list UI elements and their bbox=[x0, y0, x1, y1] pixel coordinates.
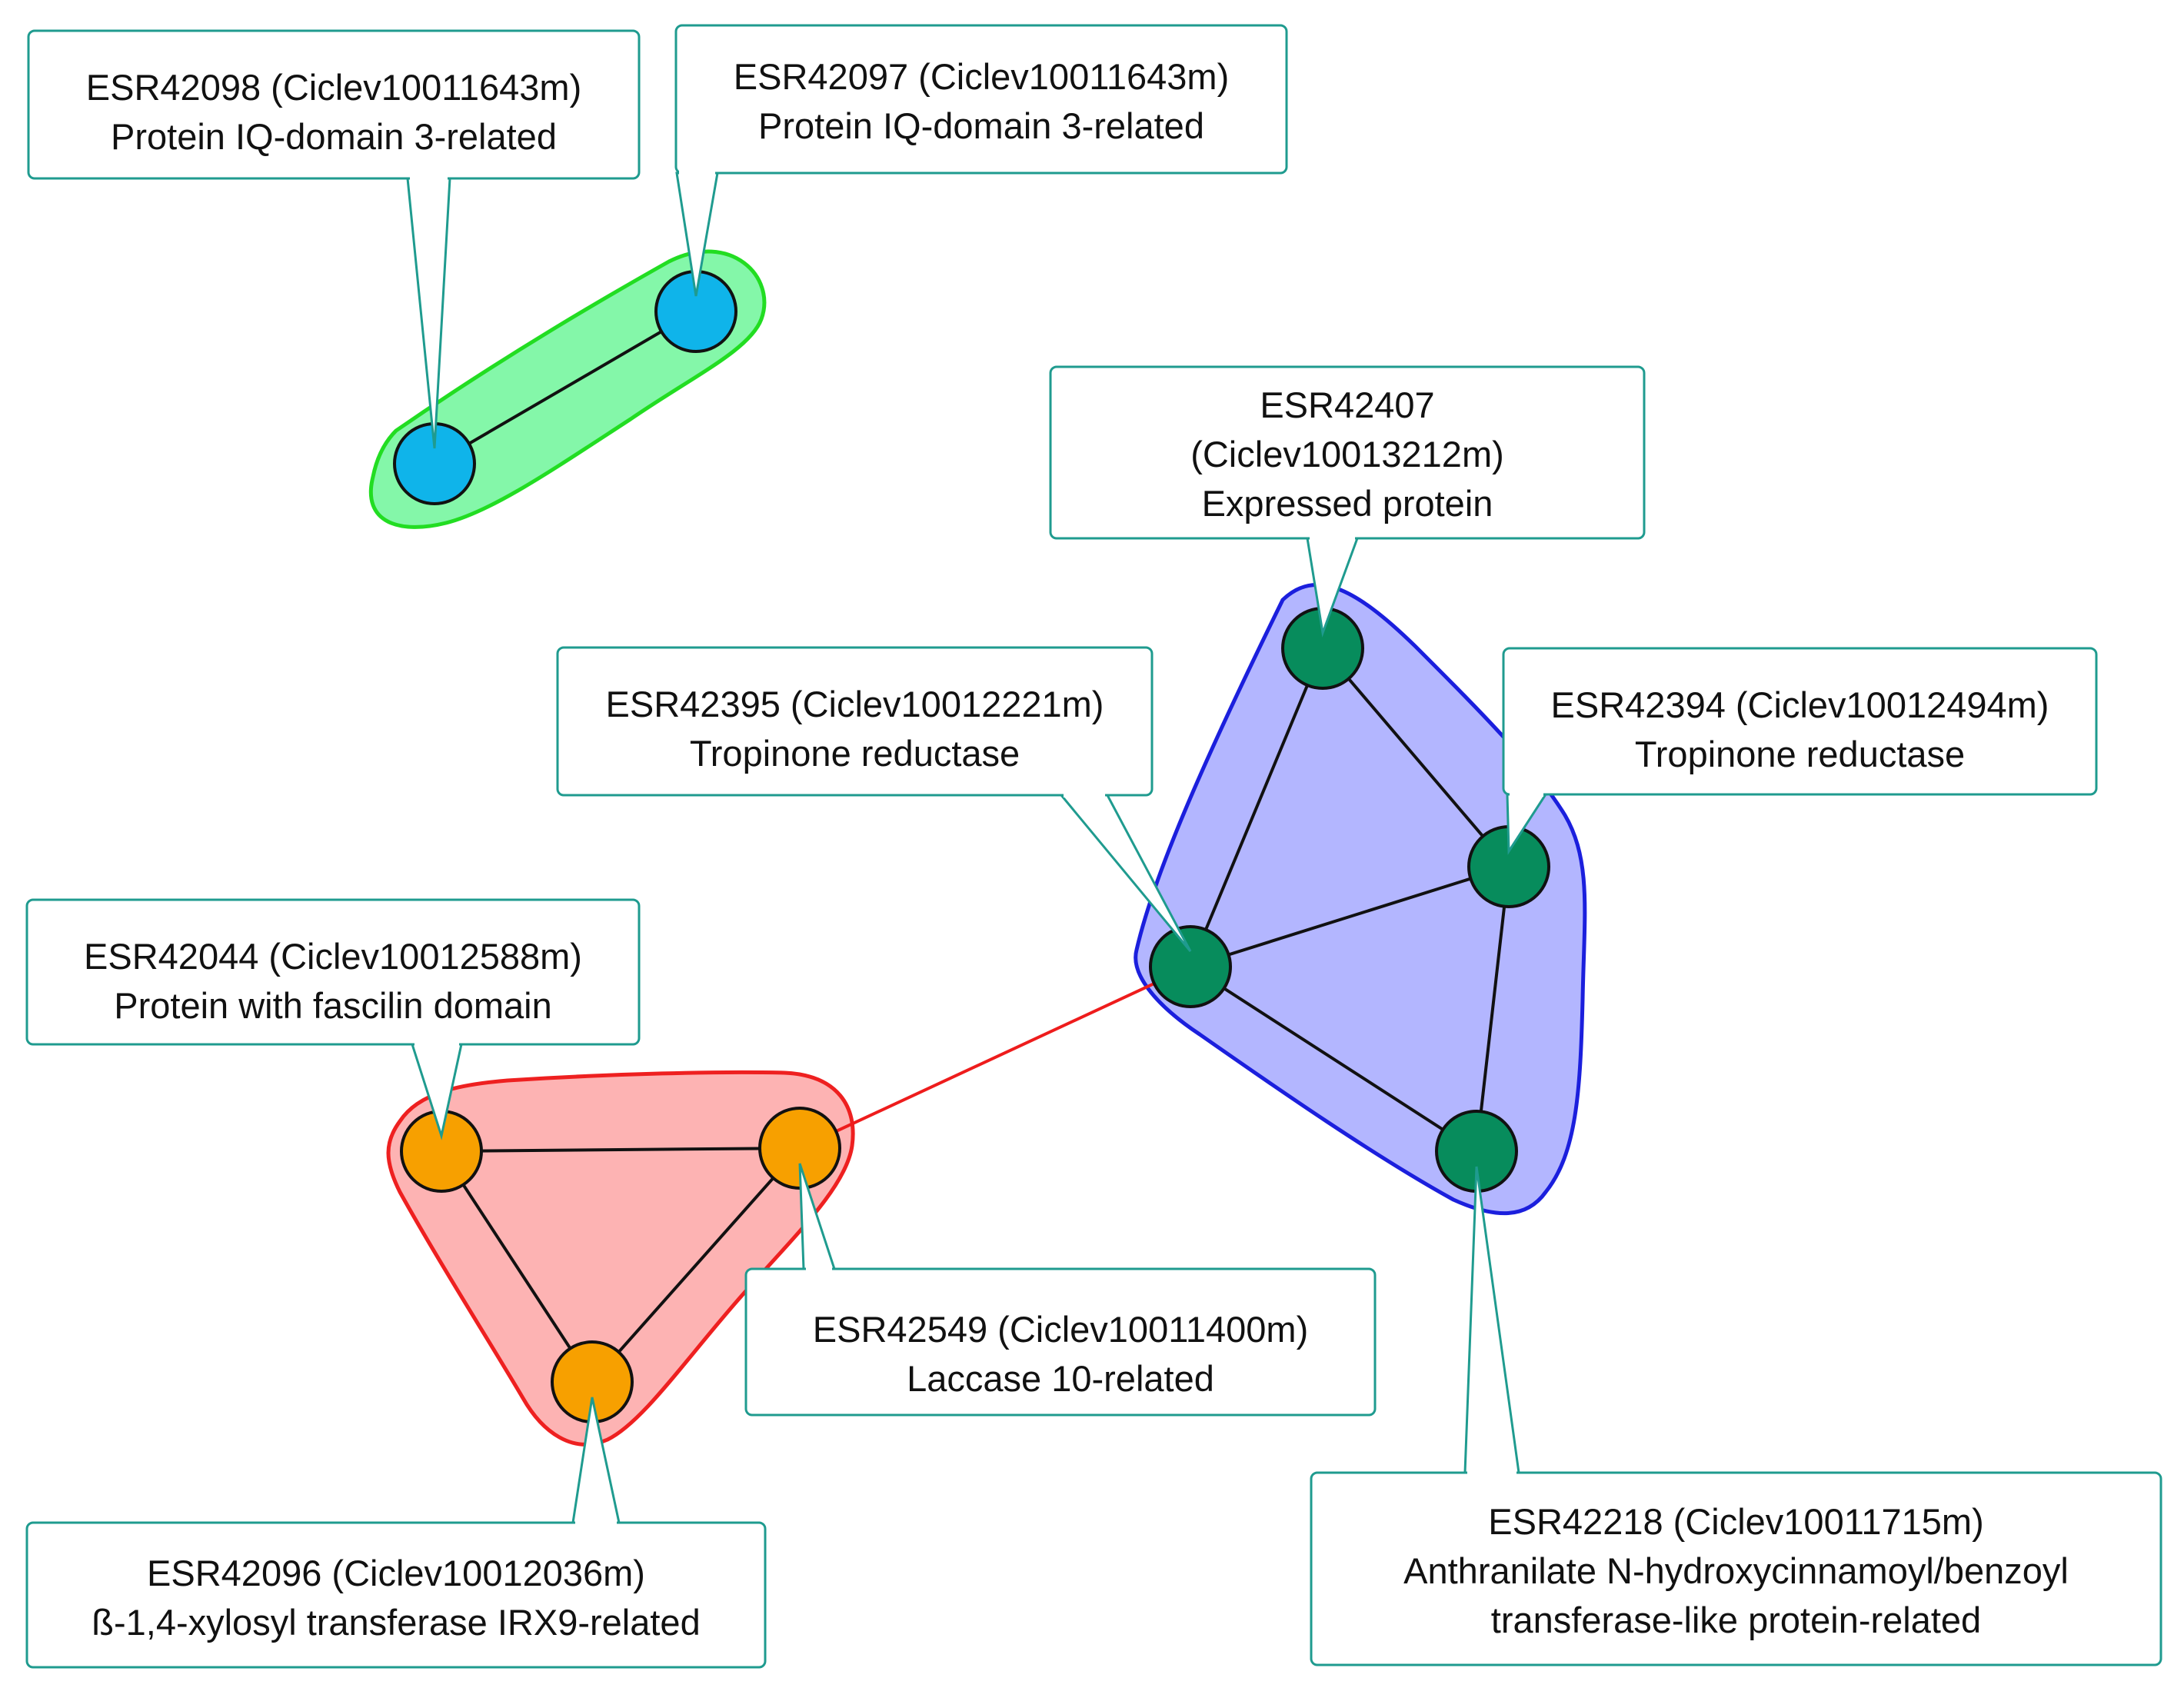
edge-ESR42395-ESR42394 bbox=[1190, 865, 1510, 968]
callout-line: Protein IQ-domain 3-related bbox=[758, 105, 1204, 146]
callout-line: ESR42044 (Ciclev10012588m) bbox=[84, 936, 582, 977]
edge-ESR42395-ESR42218 bbox=[1189, 965, 1478, 1153]
edge-ESR42407-ESR42395 bbox=[1189, 648, 1324, 967]
callout-line: Protein with fascilin domain bbox=[114, 985, 552, 1026]
callout-box bbox=[556, 646, 1154, 797]
callout-line: ESR42395 (Ciclev10012221m) bbox=[606, 684, 1104, 724]
cluster-hull-c-blue bbox=[1134, 582, 1587, 1216]
callout-box bbox=[674, 24, 1288, 175]
callout-ESR42096: ESR42096 (Ciclev10012036m) ß-1,4-xylosyl … bbox=[25, 1397, 767, 1669]
callout-ESR42044: ESR42044 (Ciclev10012588m) Protein with f… bbox=[25, 898, 641, 1140]
callout-line: Expressed protein bbox=[1202, 483, 1493, 524]
callout-line: Protein IQ-domain 3-related bbox=[111, 116, 557, 157]
callout-line: ESR42218 (Ciclev10011715m) bbox=[1488, 1501, 1983, 1542]
callout-ESR42549: ESR42549 (Ciclev10011400m) Laccase 10-rel… bbox=[744, 1163, 1377, 1417]
edge-ESR42098-ESR42097 bbox=[433, 310, 697, 465]
callout-box bbox=[27, 29, 641, 180]
callout-line: ESR42098 (Ciclev10011643m) bbox=[86, 67, 581, 108]
callout-box bbox=[1502, 647, 2098, 796]
callout-line: ESR42394 (Ciclev10012494m) bbox=[1551, 684, 2049, 725]
callout-ESR42394: ESR42394 (Ciclev10012494m) Tropinone redu… bbox=[1502, 647, 2098, 855]
callout-line: transferase-like protein-related bbox=[1491, 1600, 1981, 1640]
callout-line: Laccase 10-related bbox=[907, 1358, 1214, 1399]
network-edges bbox=[433, 310, 1510, 1383]
callout-box bbox=[744, 1267, 1377, 1417]
callout-box bbox=[25, 1521, 767, 1669]
callout-box bbox=[1310, 1471, 2162, 1666]
edge-ESR42549-ESR42096 bbox=[591, 1147, 801, 1383]
callout-line: ß-1,4-xylosyl transferase IRX9-related bbox=[92, 1602, 700, 1643]
callout-line: Anthranilate N-hydroxycinnamoyl/benzoyl bbox=[1403, 1550, 2069, 1591]
callout-line: ESR42407 bbox=[1260, 385, 1434, 425]
edge-ESR42044-ESR42549 bbox=[441, 1147, 801, 1153]
network-nodes bbox=[393, 270, 1550, 1423]
callout-line: ESR42096 (Ciclev10012036m) bbox=[147, 1553, 645, 1593]
callout-ESR42098: ESR42098 (Ciclev10011643m) Protein IQ-dom… bbox=[27, 29, 641, 449]
edge-ESR42394-ESR42218 bbox=[1475, 866, 1510, 1152]
callout-line: Tropinone reductase bbox=[1635, 734, 1965, 774]
callout-ESR42407: ESR42407 (Ciclev10013212m) Expressed prote… bbox=[1049, 365, 1646, 638]
callout-line: (Ciclev10013212m) bbox=[1190, 434, 1504, 474]
callout-ESR42395: ESR42395 (Ciclev10012221m) Tropinone redu… bbox=[556, 646, 1192, 952]
edge-ESR42044-ESR42096 bbox=[440, 1150, 594, 1383]
node-callouts: ESR42098 (Ciclev10011643m) Protein IQ-dom… bbox=[25, 24, 2162, 1669]
edge-ESR42407-ESR42394 bbox=[1321, 647, 1510, 868]
inter-cluster-edge-ESR42549-ESR42395 bbox=[799, 965, 1191, 1150]
callout-box bbox=[25, 898, 641, 1046]
node-ESR42395[interactable] bbox=[1149, 925, 1232, 1008]
callout-line: ESR42549 (Ciclev10011400m) bbox=[813, 1309, 1308, 1350]
callout-line: Tropinone reductase bbox=[690, 733, 1020, 774]
callout-line: ESR42097 (Ciclev10011643m) bbox=[734, 56, 1229, 97]
callout-ESR42097: ESR42097 (Ciclev10011643m) Protein IQ-dom… bbox=[674, 24, 1288, 297]
callout-ESR42218: ESR42218 (Ciclev10011715m) Anthranilate N… bbox=[1310, 1166, 2162, 1666]
